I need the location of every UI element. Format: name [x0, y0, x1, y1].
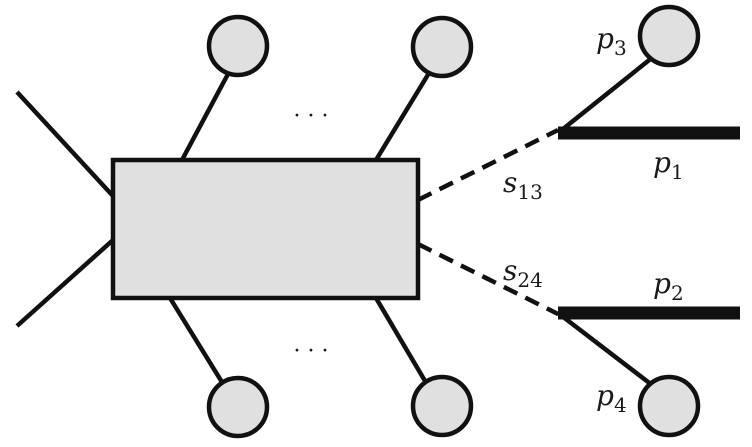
p3-label: p3 [596, 22, 627, 60]
p4-label: p4 [596, 379, 627, 417]
bottom-left-circle [206, 375, 270, 439]
top-right-stem [374, 71, 431, 162]
s24-propagator [416, 241, 560, 317]
p3-leg [556, 55, 655, 135]
s13-propagator [416, 127, 560, 203]
left-upper-leg [15, 90, 115, 198]
bottom-left-stem [168, 296, 227, 389]
top-right-circle [410, 15, 474, 79]
left-lower-leg [15, 238, 115, 328]
bottom-right-stem [374, 296, 430, 388]
bottom-right-circle [410, 374, 474, 438]
s24-label: s24 [503, 254, 543, 292]
s13-label: s13 [503, 166, 543, 204]
p1-label: p1 [653, 146, 684, 184]
p3-circle [637, 4, 701, 68]
p2-label: p2 [653, 267, 684, 305]
central-blob [110, 157, 421, 301]
p4-circle [637, 374, 701, 438]
p4-leg [556, 311, 654, 387]
top-left-stem [180, 72, 230, 162]
top-left-circle [206, 14, 270, 78]
bottom-ellipsis: · · · [294, 339, 329, 364]
top-ellipsis: · · · [294, 104, 329, 129]
